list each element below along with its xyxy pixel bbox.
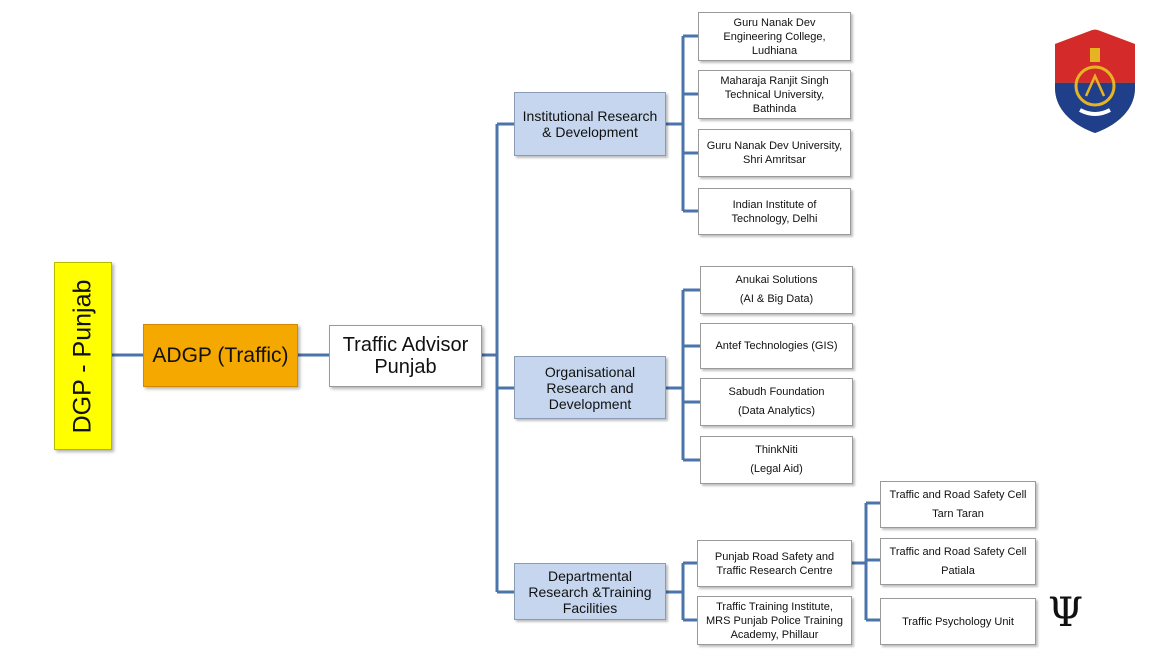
node-gndec: Guru Nanak Dev Engineering College, Ludh… [698, 12, 851, 61]
node-prsrc: Punjab Road Safety and Traffic Research … [697, 540, 852, 587]
node-mrsptu: Maharaja Ranjit Singh Technical Universi… [698, 70, 851, 119]
node-departmental-rtf: Departmental Research &Training Faciliti… [514, 563, 666, 620]
node-cell-patiala: Traffic and Road Safety Cell Patiala [880, 538, 1036, 585]
node-anukai: Anukai Solutions (AI & Big Data) [700, 266, 853, 314]
node-antef: Antef Technologies (GIS) [700, 323, 853, 369]
node-thinkniti: ThinkNiti (Legal Aid) [700, 436, 853, 484]
node-dgp-punjab: DGP - Punjab [54, 262, 112, 450]
node-iit-delhi: Indian Institute of Technology, Delhi [698, 188, 851, 235]
node-traffic-advisor: Traffic Advisor Punjab [329, 325, 482, 387]
node-dgp-label: DGP - Punjab [68, 279, 97, 433]
node-gndu: Guru Nanak Dev University, Shri Amritsar [698, 129, 851, 177]
psi-icon: Ψ [1048, 590, 1084, 636]
punjab-police-emblem-icon [1055, 29, 1135, 133]
node-traffic-training-institute: Traffic Training Institute, MRS Punjab P… [697, 596, 852, 645]
node-psychology-unit: Traffic Psychology Unit [880, 598, 1036, 645]
node-institutional-rd: Institutional Research & Development [514, 92, 666, 156]
node-cell-tarn-taran: Traffic and Road Safety Cell Tarn Taran [880, 481, 1036, 528]
node-organisational-rd: Organisational Research and Development [514, 356, 666, 419]
node-sabudh: Sabudh Foundation (Data Analytics) [700, 378, 853, 426]
node-adgp-traffic: ADGP (Traffic) [143, 324, 298, 387]
